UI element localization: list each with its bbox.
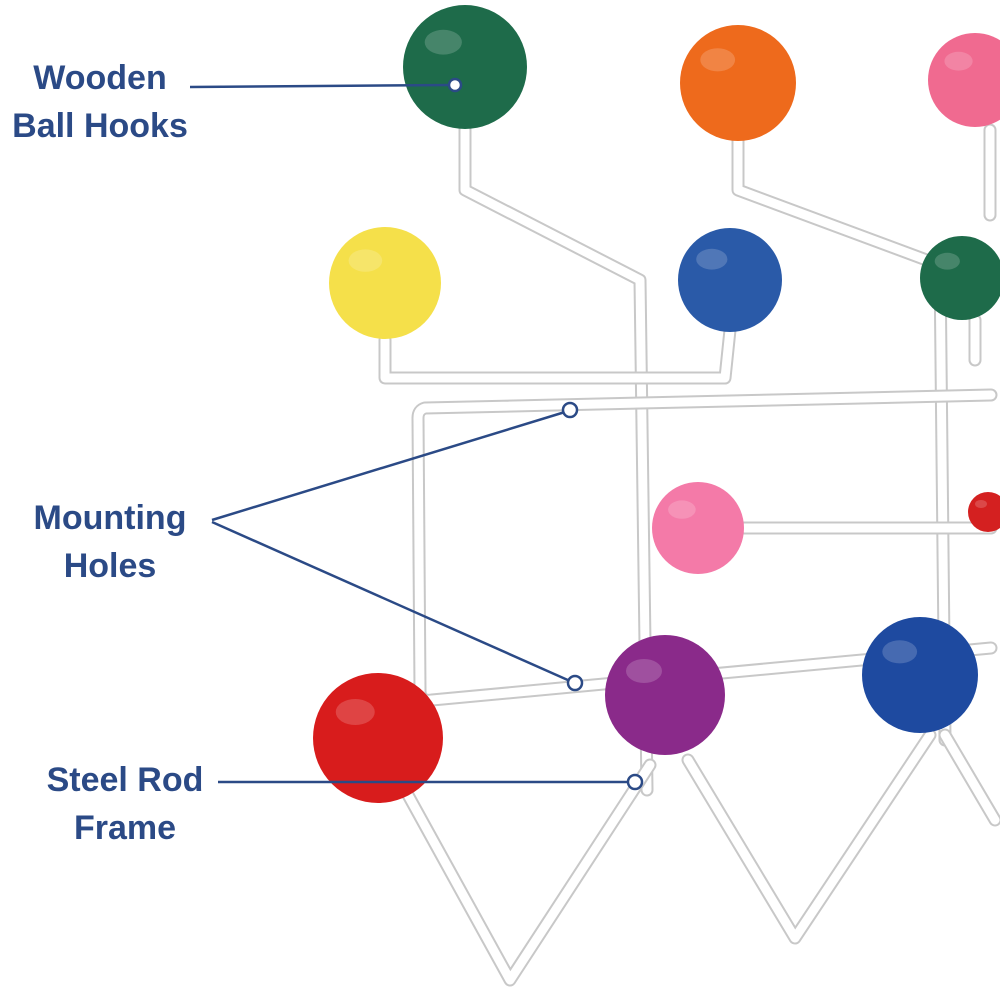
wooden-ball <box>920 236 1000 320</box>
callout-lines <box>189 77 644 791</box>
ball-highlight <box>944 51 973 71</box>
label-mounting-holes: Mounting Holes <box>15 494 205 590</box>
label-line: Holes <box>63 547 157 585</box>
wooden-ball <box>862 617 978 733</box>
rod-segment <box>378 323 737 385</box>
ball-highlight <box>668 500 696 519</box>
ball-hooks <box>313 5 1000 803</box>
wooden-ball <box>403 5 527 129</box>
ball-highlight <box>348 249 383 272</box>
wooden-ball <box>680 25 796 141</box>
label-wooden-ball-hooks: Wooden Ball Hooks <box>10 54 190 150</box>
frame-leader-dot <box>626 773 644 791</box>
ball-highlight <box>696 248 728 270</box>
ball-highlight <box>626 659 662 683</box>
ball-highlight <box>424 29 462 55</box>
label-line: Steel Rod <box>46 761 204 799</box>
hooks-leader-dot <box>447 77 463 93</box>
ball-highlight <box>700 48 736 72</box>
mounting-hole-top <box>561 401 579 419</box>
holes-leader-line-top <box>211 410 566 522</box>
ball-highlight <box>882 640 918 664</box>
wooden-ball <box>652 482 744 574</box>
mounting-hole-bottom <box>566 674 584 692</box>
wooden-ball <box>329 227 441 339</box>
rod-segment <box>683 730 935 943</box>
wooden-ball <box>968 492 1000 532</box>
label-line: Wooden <box>33 59 167 97</box>
ball-highlight <box>975 500 987 508</box>
label-steel-rod-frame: Steel Rod Frame <box>30 756 220 852</box>
rod-segment <box>940 730 1000 825</box>
wooden-ball <box>313 673 443 803</box>
rod-segment <box>460 125 652 795</box>
label-line: Mounting <box>33 499 187 537</box>
rod-segment <box>681 728 937 945</box>
hooks-leader-line <box>189 83 453 89</box>
label-line: Frame <box>73 809 177 847</box>
label-line: Ball Hooks <box>12 107 188 145</box>
ball-highlight <box>335 699 375 725</box>
rod-segment <box>403 760 655 985</box>
rod-segment <box>733 135 950 745</box>
wooden-ball <box>678 228 782 332</box>
ball-highlight <box>934 252 960 270</box>
rod-segment <box>380 325 735 383</box>
holes-leader-line-bottom <box>211 520 571 683</box>
steel-rod-frame <box>378 123 1000 987</box>
wooden-ball <box>928 33 1000 127</box>
wooden-ball <box>605 635 725 755</box>
